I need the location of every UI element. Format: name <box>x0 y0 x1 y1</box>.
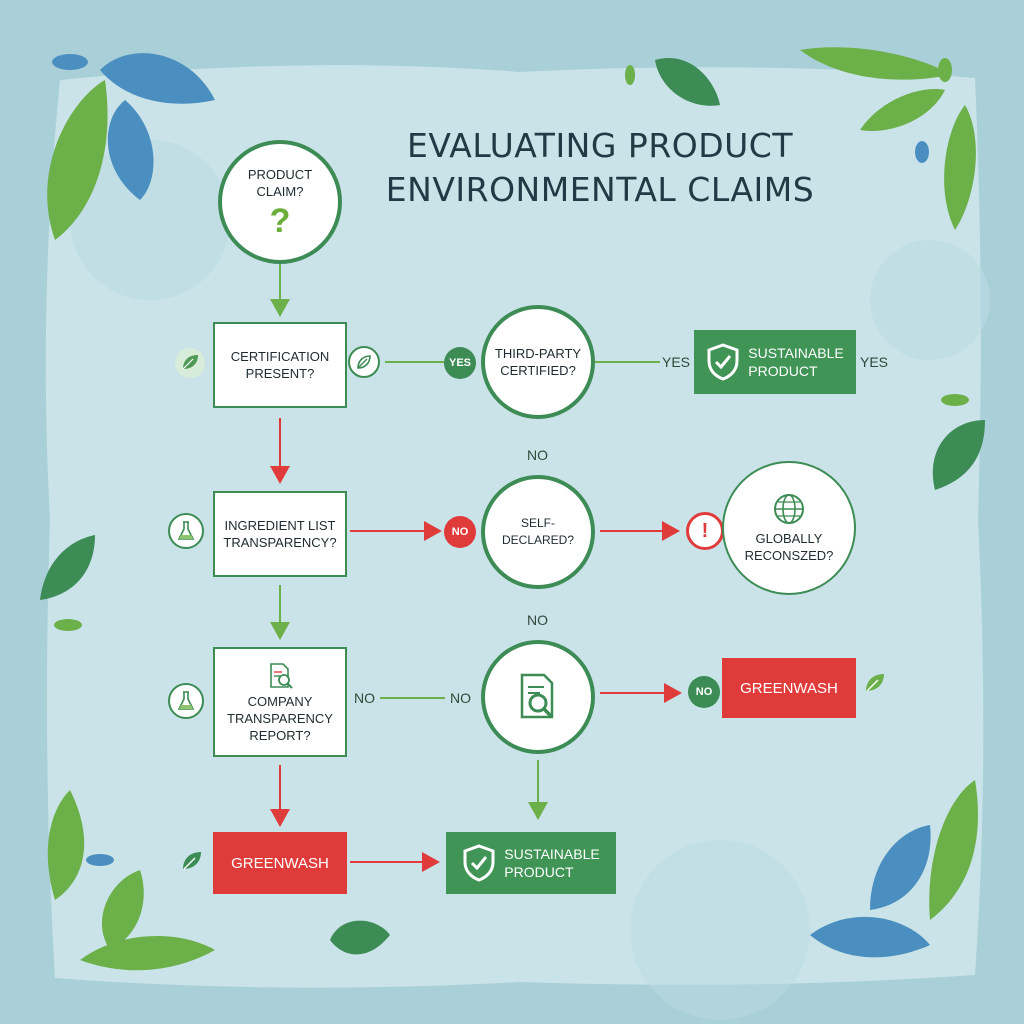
sustainable-bottom-text: SUSTAINABLE PRODUCT <box>504 845 599 881</box>
company-line-2: TRANSPARENCY <box>227 710 333 726</box>
connector-lines <box>270 250 682 872</box>
alert-symbol: ! <box>701 519 709 542</box>
shield-check-icon <box>707 343 739 381</box>
node-company-transparency-report: COMPANY TRANSPARENCY REPORT? <box>213 647 347 757</box>
company-line-1: COMPANY <box>247 693 313 709</box>
product-claim-line-1: PRODUCT <box>247 167 313 182</box>
document-search-icon <box>270 662 293 689</box>
node-report-review <box>481 640 595 754</box>
sustainable-top-text: SUSTAINABLE PRODUCT <box>748 344 843 380</box>
node-ingredient-list-transparency: INGREDIENT LIST TRANSPARENCY? <box>213 491 347 577</box>
no-badge: NO <box>444 516 476 548</box>
leaf-icon <box>860 668 890 698</box>
title-line-2: ENVIRONMENTAL CLAIMS <box>385 170 815 209</box>
greenwash-bottom-label: GREENWASH <box>231 854 329 872</box>
title-line-1: EVALUATING PRODUCT <box>406 126 793 165</box>
label-no-above-report: NO <box>527 612 548 628</box>
third-party-line-1: THIRD-PARTY <box>494 346 582 361</box>
globe-icon <box>774 494 804 524</box>
leaf-icon <box>348 346 380 378</box>
label-yes-right: YES <box>860 354 889 370</box>
sustainable-bottom-line-1: SUSTAINABLE <box>504 846 600 862</box>
label-no-middle: NO <box>450 690 471 706</box>
globally-line-2: RECONSZED? <box>744 548 834 563</box>
node-certification-present: CERTIFICATION PRESENT? <box>213 322 347 408</box>
label-no-left: NO <box>354 690 375 706</box>
certification-line-2: PRESENT? <box>245 366 315 381</box>
flask-icon <box>168 513 204 549</box>
company-line-3: REPORT? <box>249 727 311 743</box>
yes-badge: YES <box>444 347 476 379</box>
certification-line-1: CERTIFICATION <box>230 349 330 364</box>
third-party-line-2: CERTIFIED? <box>500 363 576 378</box>
ingredient-line-2: TRANSPARENCY? <box>223 535 337 550</box>
node-self-declared: SELF-DECLARED? <box>481 475 595 589</box>
node-sustainable-product-bottom: SUSTAINABLE PRODUCT <box>446 832 616 894</box>
leaf-decoration-left <box>40 535 95 631</box>
node-product-claim: PRODUCT CLAIM? ? <box>218 140 342 264</box>
node-greenwash-bottom: GREENWASH <box>213 832 347 894</box>
shield-check-icon <box>463 844 495 882</box>
leaf-decoration-right <box>932 394 985 490</box>
leaf-icon <box>177 846 207 876</box>
question-mark-icon: ? <box>269 202 291 240</box>
alert-icon: ! <box>686 512 724 550</box>
leaf-decoration-top-left <box>47 53 215 240</box>
leaf-icon <box>172 345 208 381</box>
leaf-decoration-bottom-right <box>810 780 978 958</box>
label-no-above-self-declared: NO <box>527 447 548 463</box>
document-search-icon <box>520 673 554 719</box>
sustainable-bottom-line-2: PRODUCT <box>504 864 574 880</box>
ingredient-line-1: INGREDIENT LIST <box>224 518 336 533</box>
greenwash-right-label: GREENWASH <box>740 679 838 697</box>
diagram-title: EVALUATING PRODUCT ENVIRONMENTAL CLAIMS <box>340 124 860 212</box>
self-declared-label: SELF-DECLARED? <box>501 516 575 547</box>
flask-icon <box>168 683 204 719</box>
sustainable-top-line-2: PRODUCT <box>748 363 818 379</box>
sustainable-top-line-1: SUSTAINABLE <box>748 345 844 361</box>
no-badge-green: NO <box>688 676 720 708</box>
leaf-decoration-bottom-left <box>47 790 390 971</box>
leaf-decoration-top-right <box>625 47 976 230</box>
node-greenwash-right: GREENWASH <box>722 658 856 718</box>
node-globally-recognized: GLOBALLY RECONSZED? <box>722 461 856 595</box>
product-claim-line-2: CLAIM? <box>256 184 304 199</box>
label-yes: YES <box>662 354 691 370</box>
node-sustainable-product-top: SUSTAINABLE PRODUCT <box>694 330 856 394</box>
node-third-party-certified: THIRD-PARTY CERTIFIED? <box>481 305 595 419</box>
globally-line-1: GLOBALLY <box>755 531 823 546</box>
